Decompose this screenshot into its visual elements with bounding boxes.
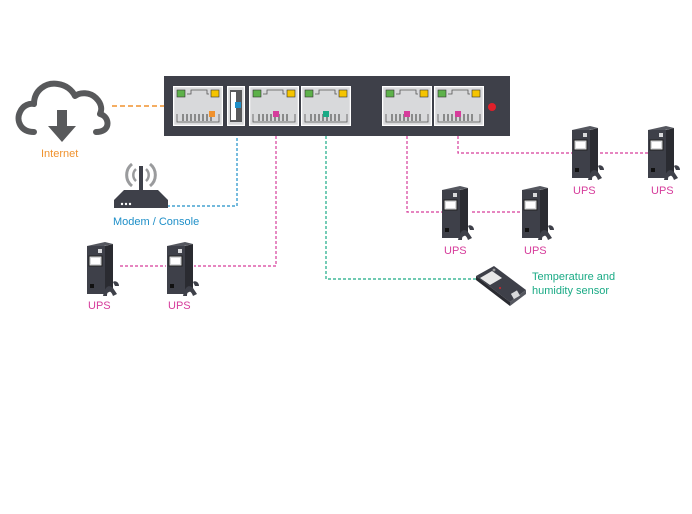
internet-port[interactable] bbox=[172, 85, 224, 127]
ups-port-2[interactable] bbox=[381, 85, 433, 127]
ups-left-wire bbox=[194, 106, 277, 267]
hub-device bbox=[164, 76, 510, 136]
ups-label: UPS bbox=[444, 245, 467, 257]
sensor-label: Temperature and humidity sensor bbox=[532, 270, 615, 298]
ups-icon bbox=[568, 124, 612, 182]
temperature-humidity-sensor-icon bbox=[472, 262, 528, 308]
ups-label: UPS bbox=[651, 185, 674, 197]
sensor-label-line1: Temperature and bbox=[532, 271, 616, 283]
ups-icon bbox=[518, 184, 562, 242]
ups-label: UPS bbox=[524, 245, 547, 257]
ups-label: UPS bbox=[88, 300, 111, 312]
ups-label: UPS bbox=[573, 185, 596, 197]
ups-icon bbox=[83, 240, 127, 298]
usb-port[interactable] bbox=[226, 85, 246, 127]
ups-icon bbox=[644, 124, 688, 182]
ups-port-3[interactable] bbox=[433, 85, 485, 127]
sensor-wire bbox=[325, 106, 484, 280]
sensor-port[interactable] bbox=[300, 85, 352, 127]
sensor-label-line2: humidity sensor bbox=[532, 285, 610, 297]
modem-icon bbox=[112, 160, 170, 210]
modem-label: Modem / Console bbox=[113, 216, 200, 228]
ups-label: UPS bbox=[168, 300, 191, 312]
ups-icon bbox=[163, 240, 207, 298]
ups-middle-wire bbox=[406, 106, 445, 213]
internet-label: Internet bbox=[41, 148, 79, 160]
modem-wire bbox=[168, 108, 238, 207]
status-led bbox=[488, 103, 496, 111]
ups-icon bbox=[438, 184, 482, 242]
internet-cloud-icon bbox=[12, 74, 112, 146]
ups-port-1[interactable] bbox=[248, 85, 300, 127]
